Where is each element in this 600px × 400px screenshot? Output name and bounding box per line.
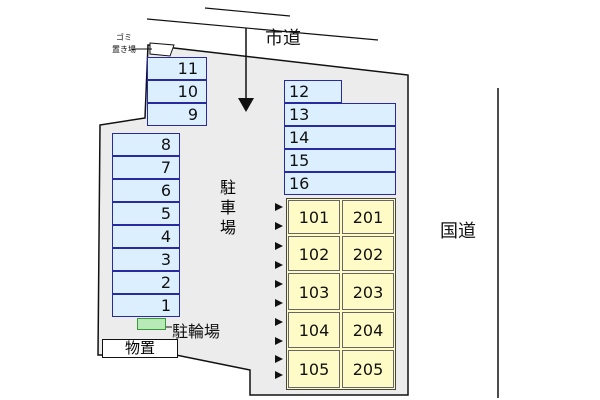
unit-cell: 102: [288, 236, 340, 271]
entrance-arrow-icon: [275, 355, 283, 363]
parking-lot-char: 場: [219, 218, 236, 237]
entrance-arrow-icon: [275, 242, 283, 250]
storage-shed: 物置: [102, 339, 178, 358]
parking-space: 6: [112, 179, 180, 202]
parking-space: 7: [112, 156, 180, 179]
parking-space: 11: [147, 57, 207, 80]
unit-cell: 101: [288, 200, 340, 234]
parking-space: 14: [284, 126, 396, 149]
unit-cell: 201: [342, 200, 394, 234]
parking-space: 8: [112, 133, 180, 156]
entrance-arrow-icon: [275, 222, 283, 230]
parking-space: 16: [284, 172, 396, 195]
unit-cell: 205: [342, 350, 394, 388]
parking-space: 2: [112, 271, 180, 294]
parking-space: 4: [112, 225, 180, 248]
garbage-label-2: 置き場: [112, 45, 136, 54]
garbage-box: [149, 42, 175, 57]
bicycle-parking-label: 駐輪場: [172, 322, 221, 341]
unit-cell: 104: [288, 312, 340, 348]
national-road-label: 国道: [440, 221, 476, 242]
parking-space: 13: [284, 103, 396, 126]
parking-space: 5: [112, 202, 180, 225]
entrance-arrow-icon: [275, 299, 283, 307]
parking-space: 10: [147, 80, 207, 103]
entrance-arrow-icon: [275, 337, 283, 345]
unit-cell: 202: [342, 236, 394, 271]
unit-cell: 203: [342, 273, 394, 310]
parking-lot-char: 車: [219, 198, 236, 217]
entrance-arrow-icon: [275, 318, 283, 326]
city-road-label: 市道: [265, 28, 301, 49]
unit-cell: 204: [342, 312, 394, 348]
unit-cell: 103: [288, 273, 340, 310]
bicycle-parking-area: [137, 318, 166, 330]
parking-space: 9: [147, 103, 207, 126]
entrance-arrow-icon: [275, 203, 283, 211]
parking-lot-char: 駐: [219, 178, 236, 197]
parking-space: 12: [284, 80, 342, 103]
city-road-line-2: [204, 7, 291, 17]
entrance-arrow-icon: [275, 371, 283, 379]
entrance-arrow-icon: [275, 261, 283, 269]
unit-cell: 105: [288, 350, 340, 388]
parking-space: 1: [112, 294, 180, 317]
entry-arrow-head: [238, 98, 254, 112]
parking-space: 15: [284, 149, 396, 172]
garbage-label-1: ゴミ: [116, 33, 132, 42]
city-road-line-1: [146, 18, 379, 41]
entrance-arrow-icon: [275, 280, 283, 288]
parking-space: 3: [112, 248, 180, 271]
